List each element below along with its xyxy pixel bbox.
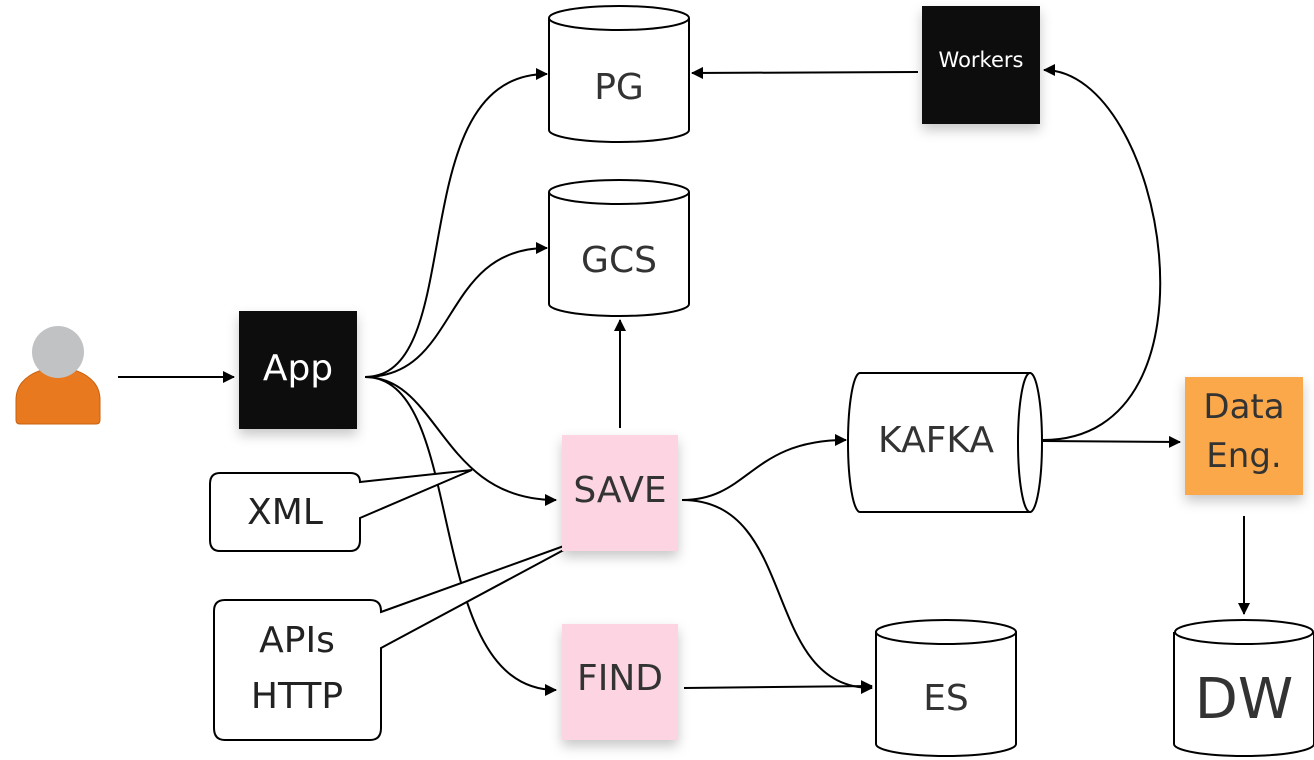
callout-apis-label-line2: HTTP: [251, 676, 343, 717]
find-label: FIND: [577, 658, 663, 699]
app-label: App: [263, 348, 333, 389]
user-icon: [15, 326, 101, 425]
callout-apis: APIs HTTP: [213, 537, 587, 741]
edges: [118, 64, 1250, 696]
gcs-label: GCS: [581, 240, 657, 281]
find-node[interactable]: FIND: [562, 624, 678, 740]
app-node[interactable]: App: [239, 311, 357, 429]
edge-app-to-find: [364, 376, 557, 696]
callout-xml-bubble: [209, 469, 473, 552]
gcs-cylinder-body: [548, 192, 690, 317]
save-note: [562, 435, 678, 551]
workers-node[interactable]: Workers: [922, 6, 1040, 124]
data-eng-node[interactable]: Data Eng.: [1185, 377, 1303, 495]
pg-cylinder-top: [548, 5, 690, 31]
es-label: ES: [923, 678, 969, 719]
find-note: [562, 624, 678, 740]
pg-label: PG: [594, 67, 644, 108]
es-cylinder-body: [875, 632, 1017, 757]
data-eng-label-line2: Eng.: [1206, 436, 1281, 476]
es-cylinder-top: [875, 619, 1017, 645]
data-eng-label-line1: Data: [1203, 387, 1284, 427]
kafka-queue[interactable]: KAFKA: [847, 372, 1043, 513]
edge-app-to-gcs: [364, 242, 548, 378]
edge-find-to-es: [683, 680, 873, 693]
dw-cylinder-body: [1173, 632, 1314, 757]
data-eng-note: [1185, 377, 1303, 495]
edge-save-to-kafka: [681, 434, 847, 501]
kafka-cylinder-body: [847, 372, 1031, 513]
callout-xml-label: XML: [247, 492, 323, 533]
edge-app-to-pg: [364, 68, 548, 378]
edge-save-to-es: [681, 499, 873, 694]
dw-label: DW: [1195, 667, 1294, 732]
kafka-label: KAFKA: [878, 420, 994, 461]
app-box: [239, 311, 357, 429]
gcs-database[interactable]: GCS: [548, 179, 690, 317]
gcs-cylinder-top: [548, 179, 690, 205]
workers-label: Workers: [939, 48, 1024, 72]
edge-app-to-save: [364, 376, 557, 506]
pg-database[interactable]: PG: [548, 5, 690, 143]
save-label: SAVE: [573, 470, 666, 511]
edge-workers-to-pg: [691, 66, 919, 79]
edge-kafka-to-workers: [1042, 64, 1162, 441]
callout-apis-bubble: [213, 537, 587, 741]
callout-apis-label-line1: APIs: [259, 620, 335, 661]
save-node[interactable]: SAVE: [562, 435, 678, 551]
kafka-cylinder-end: [1017, 372, 1043, 513]
workers-box: [922, 6, 1040, 124]
callout-xml: XML: [209, 469, 473, 552]
pg-cylinder-body: [548, 18, 690, 143]
edge-kafka-to-data-eng: [1042, 435, 1181, 448]
dw-database[interactable]: DW: [1173, 619, 1314, 757]
es-database[interactable]: ES: [875, 619, 1017, 757]
dw-cylinder-top: [1174, 619, 1314, 645]
user-head: [32, 326, 84, 378]
user-body: [15, 367, 101, 425]
